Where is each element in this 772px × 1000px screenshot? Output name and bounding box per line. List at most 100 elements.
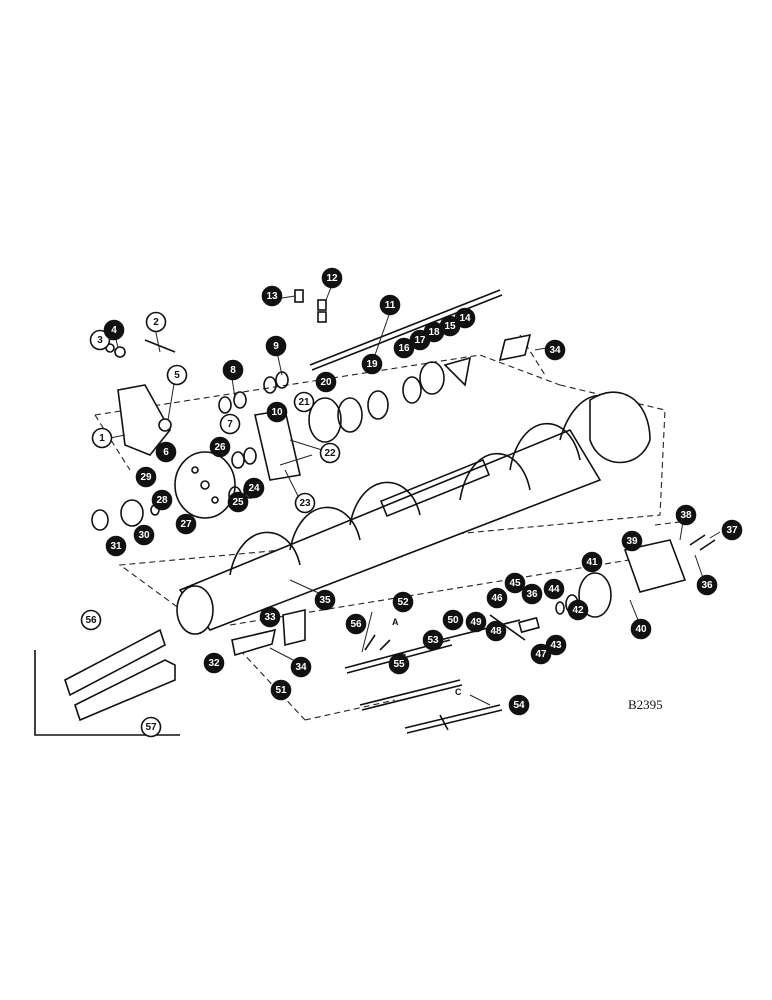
callout-46: 46 xyxy=(486,587,508,609)
small-pins xyxy=(294,289,327,323)
letter-mark-c: C xyxy=(455,687,462,697)
callout-54: 54 xyxy=(508,694,530,716)
callout-48: 48 xyxy=(485,620,507,642)
callout-label: 50 xyxy=(447,615,459,626)
shaft-11 xyxy=(309,289,503,371)
callout-32: 32 xyxy=(203,652,225,674)
callout-label: 11 xyxy=(385,300,396,311)
lower-shafts xyxy=(344,614,540,734)
callout-label: 23 xyxy=(299,498,311,509)
callout-label: 56 xyxy=(85,615,97,626)
auger-assembly xyxy=(176,391,651,635)
callout-51: 51 xyxy=(270,679,292,701)
callout-39: 39 xyxy=(621,530,643,552)
callout-label: 36 xyxy=(701,580,713,591)
callout-20: 20 xyxy=(315,371,337,393)
callout-layer: 1234567891011121314151617181920212223242… xyxy=(80,267,743,738)
right-end-parts xyxy=(498,333,716,618)
callout-42: 42 xyxy=(567,599,589,621)
callout-23: 23 xyxy=(294,492,316,514)
callout-label: 21 xyxy=(298,397,310,408)
callout-24: 24 xyxy=(243,477,265,499)
callout-9: 9 xyxy=(265,335,287,357)
callout-label: 34 xyxy=(295,662,307,673)
callout-label: 19 xyxy=(366,359,378,370)
callout-16: 16 xyxy=(393,337,415,359)
callout-29: 29 xyxy=(135,466,157,488)
callout-11: 11 xyxy=(379,294,401,316)
callout-37: 37 xyxy=(721,519,743,541)
callout-label: 30 xyxy=(138,530,150,541)
callout-5: 5 xyxy=(166,364,188,386)
callout-label: 39 xyxy=(626,536,638,547)
callout-label: 53 xyxy=(427,635,439,646)
callout-35: 35 xyxy=(314,589,336,611)
callout-34: 34 xyxy=(544,339,566,361)
callout-label: 1 xyxy=(99,433,105,444)
callout-label: 3 xyxy=(97,335,103,346)
callout-label: 27 xyxy=(180,519,192,530)
callout-label: 48 xyxy=(490,626,502,637)
callout-28: 28 xyxy=(151,489,173,511)
callout-4: 4 xyxy=(103,319,125,341)
callout-label: 35 xyxy=(319,595,331,606)
callout-34: 34 xyxy=(290,656,312,678)
callout-label: 16 xyxy=(398,343,410,354)
callout-label: 46 xyxy=(491,593,503,604)
left-bracket xyxy=(105,339,176,456)
callout-label: 13 xyxy=(266,291,278,302)
callout-label: 7 xyxy=(227,419,233,430)
callout-50: 50 xyxy=(442,609,464,631)
callout-label: 14 xyxy=(459,313,471,324)
callout-2: 2 xyxy=(145,311,167,333)
callout-label: 34 xyxy=(549,345,561,356)
callout-45: 45 xyxy=(504,572,526,594)
callout-36: 36 xyxy=(696,574,718,596)
callout-30: 30 xyxy=(133,524,155,546)
callout-27: 27 xyxy=(175,513,197,535)
callout-label: 40 xyxy=(635,624,647,635)
callout-label: 38 xyxy=(680,510,692,521)
callout-label: 8 xyxy=(230,365,236,376)
callout-label: 36 xyxy=(526,589,538,600)
callout-12: 12 xyxy=(321,267,343,289)
callout-label: 6 xyxy=(163,447,169,458)
callout-13: 13 xyxy=(261,285,283,307)
letter-mark-b: B xyxy=(400,652,407,662)
callout-label: 22 xyxy=(324,448,336,459)
callout-55: 55 xyxy=(388,653,410,675)
figure-code: B2395 xyxy=(628,697,663,712)
callout-label: 12 xyxy=(326,273,338,284)
callout-26: 26 xyxy=(209,436,231,458)
callout-21: 21 xyxy=(293,391,315,413)
callout-label: 28 xyxy=(156,495,168,506)
callout-10: 10 xyxy=(266,401,288,423)
callout-label: 20 xyxy=(320,377,332,388)
callout-label: 31 xyxy=(110,541,122,552)
callout-label: 4 xyxy=(111,325,117,336)
callout-18: 18 xyxy=(423,321,445,343)
callout-label: 32 xyxy=(208,658,220,669)
callout-label: 33 xyxy=(264,612,276,623)
callout-label: 10 xyxy=(271,407,283,418)
callout-label: 54 xyxy=(513,700,525,711)
callout-3: 3 xyxy=(89,329,111,351)
callout-36: 36 xyxy=(521,583,543,605)
callout-38: 38 xyxy=(675,504,697,526)
callout-41: 41 xyxy=(581,551,603,573)
callout-label: 9 xyxy=(273,341,279,352)
callout-label: 45 xyxy=(509,578,521,589)
callout-47: 47 xyxy=(530,643,552,665)
callout-7: 7 xyxy=(219,413,241,435)
callout-49: 49 xyxy=(465,611,487,633)
callout-label: 2 xyxy=(153,317,159,328)
callout-label: 18 xyxy=(428,327,440,338)
callout-label: 56 xyxy=(350,619,362,630)
plate-and-clip xyxy=(231,608,306,657)
callout-53: 53 xyxy=(422,629,444,651)
callout-31: 31 xyxy=(105,535,127,557)
callout-22: 22 xyxy=(319,442,341,464)
callout-33: 33 xyxy=(259,606,281,628)
